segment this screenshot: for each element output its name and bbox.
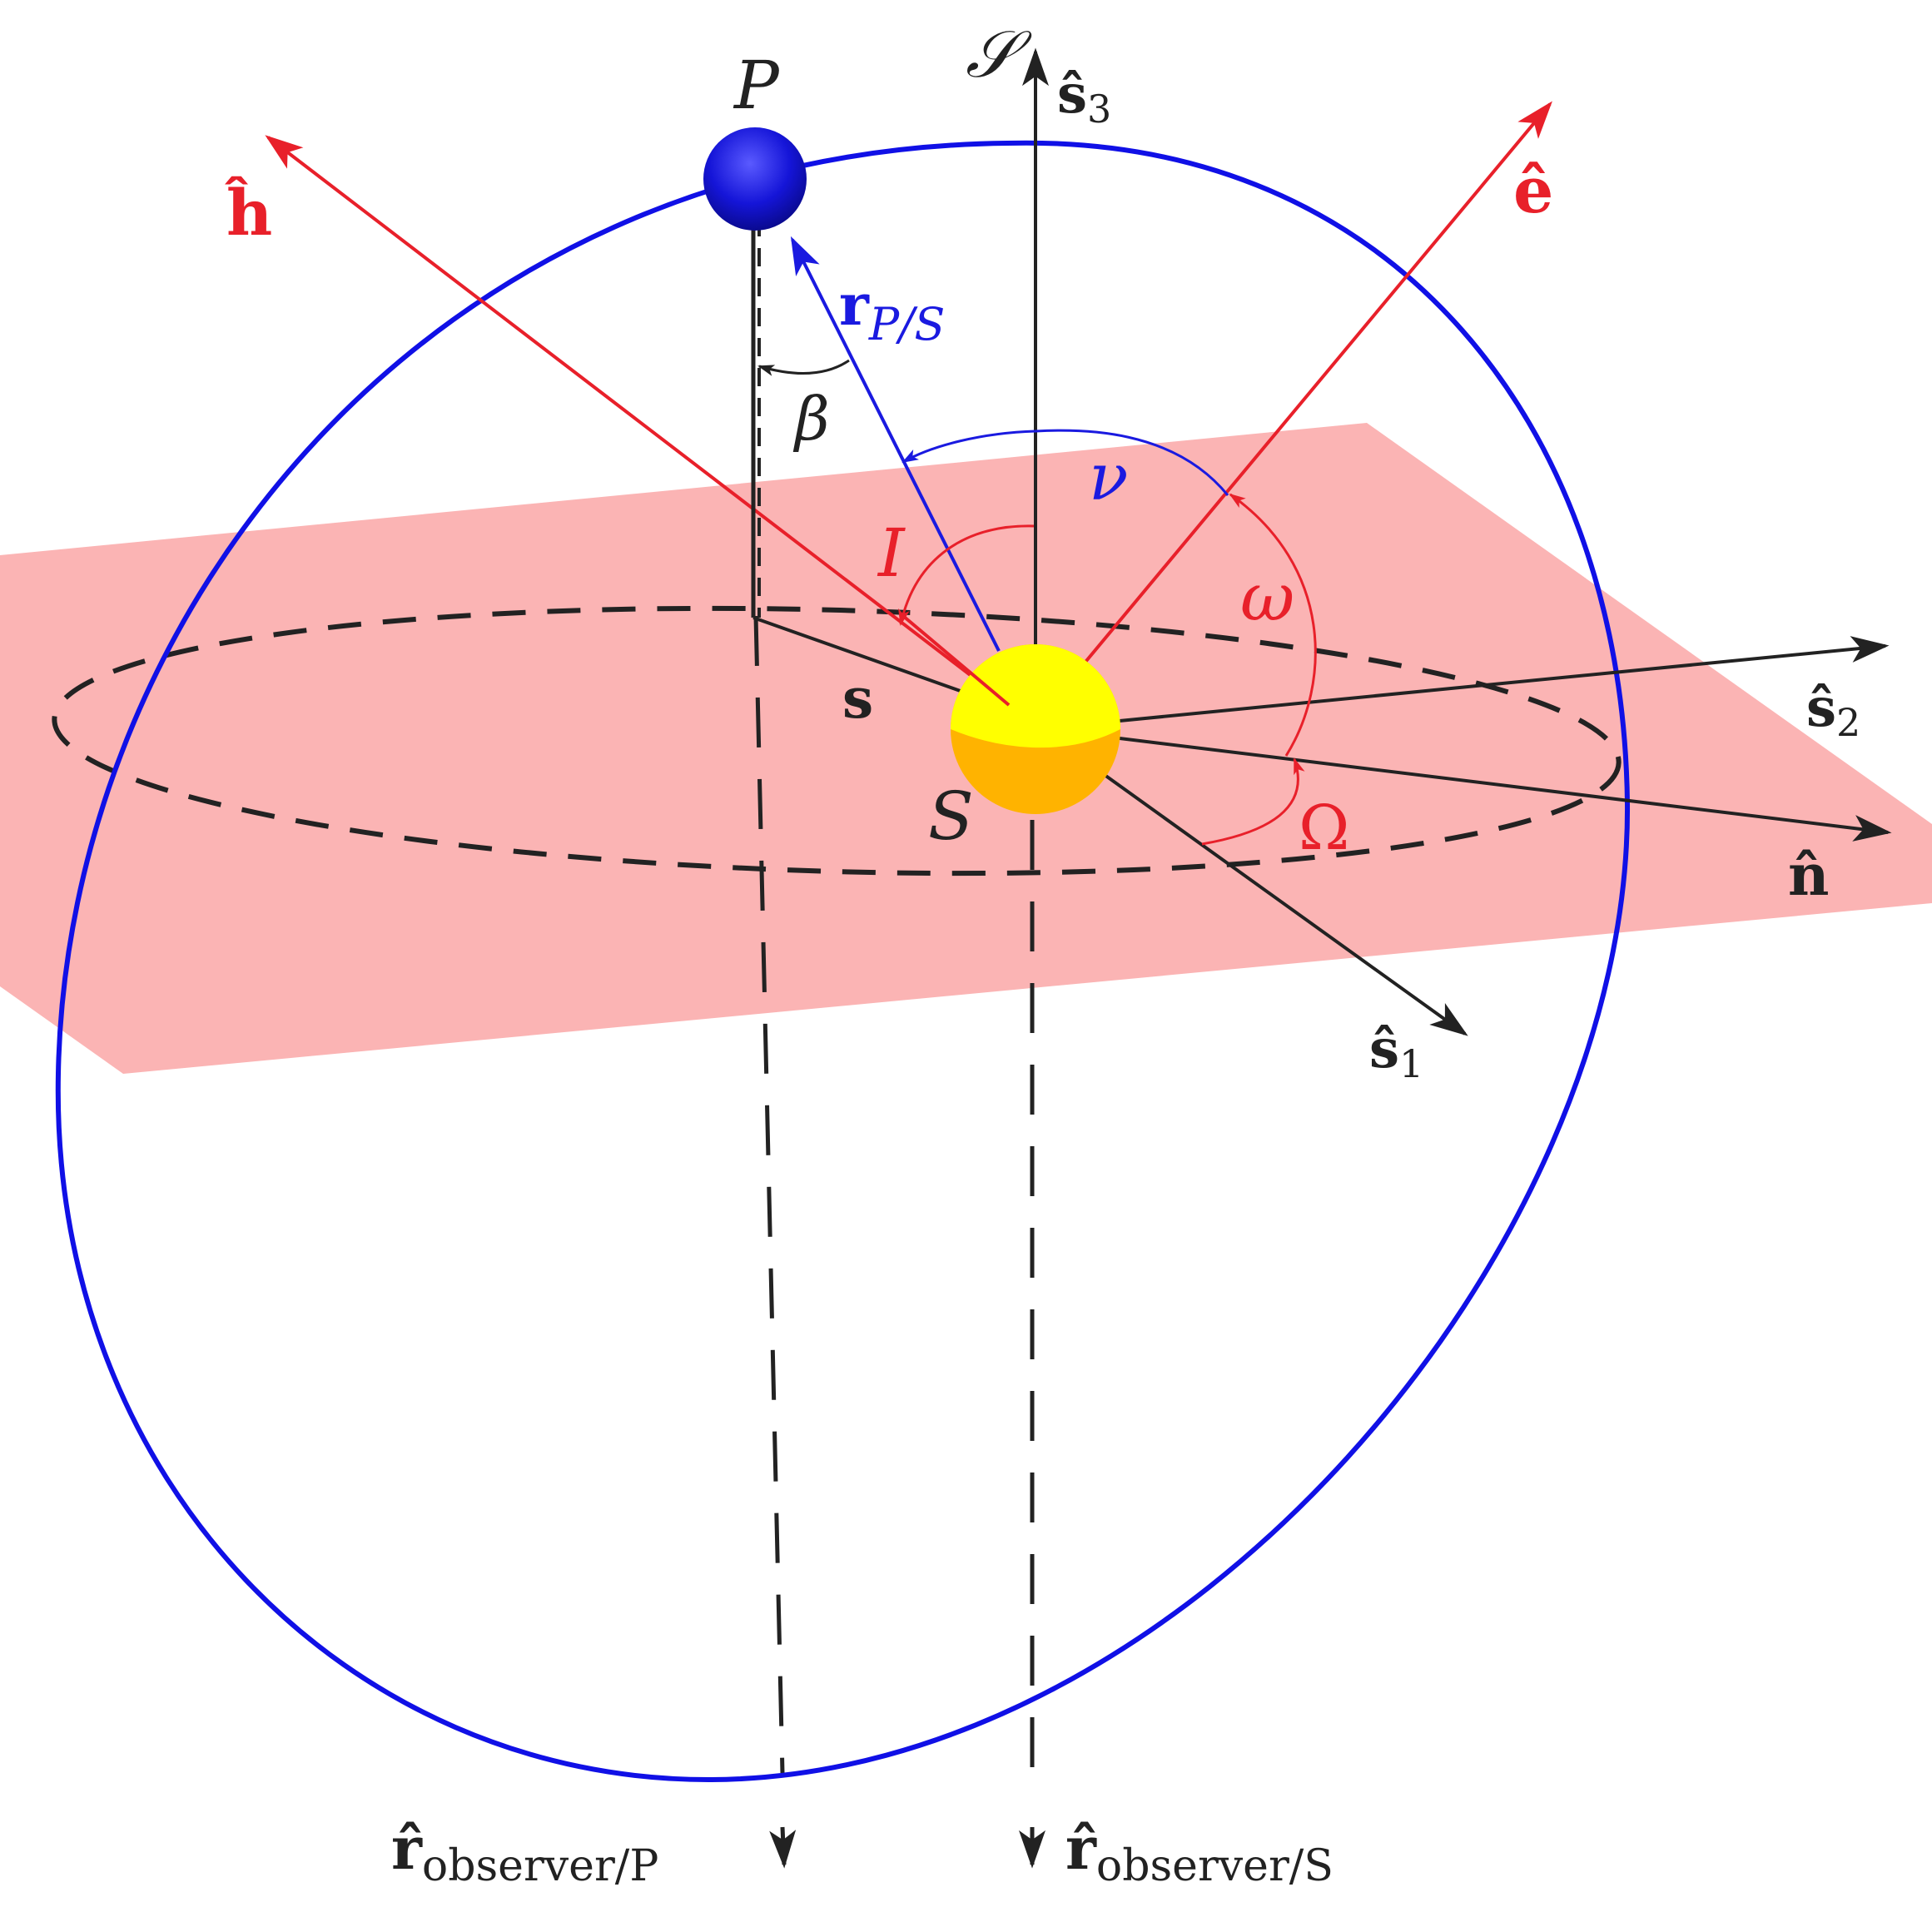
- e-label: ê: [1513, 153, 1553, 227]
- s-label: s: [842, 666, 873, 731]
- beta-label: β: [792, 384, 830, 454]
- incl-arc: [898, 524, 1035, 626]
- nu-arc: [901, 429, 1229, 496]
- r-obs-s-label: r̂observer/S: [1065, 1814, 1334, 1891]
- omega-arc: [1229, 493, 1317, 757]
- star: [951, 644, 1120, 814]
- s1-label: ŝ1: [1369, 1018, 1423, 1086]
- s2-axis: [1119, 636, 1890, 723]
- h-axis: [265, 135, 1009, 705]
- beta-arc: [757, 359, 850, 376]
- h-label: ĥ: [225, 176, 272, 250]
- star-top-half: [951, 644, 1120, 748]
- orbit-path: [55, 140, 1631, 1783]
- h-axis-front: [901, 614, 1011, 707]
- s1-axis: [1055, 739, 1468, 1036]
- reference-ellipse: [52, 605, 1622, 877]
- observer-arrow-planet: [769, 1826, 797, 1869]
- frame-label: 𝒮: [966, 17, 1032, 92]
- r-ps-vector: [790, 236, 1001, 652]
- star-label: S: [928, 777, 974, 855]
- s2-label: ŝ2: [1806, 677, 1860, 745]
- r-obs-p-label: r̂observer/P: [391, 1814, 658, 1891]
- Omega-arc: [1201, 757, 1305, 846]
- s3-label: ŝ3: [1057, 63, 1111, 132]
- e-axis: [1080, 101, 1552, 668]
- omega-label: ω: [1240, 559, 1294, 636]
- n-axis: [1119, 737, 1892, 842]
- r-ps-label: rP/S: [839, 272, 945, 350]
- Omega-label: Ω: [1299, 792, 1349, 864]
- observer-line-planet: [753, 615, 785, 1774]
- n-label: n̂: [1788, 842, 1829, 909]
- incl-label: I: [877, 514, 906, 592]
- nu-label: ν: [1089, 440, 1128, 515]
- planet-label: P: [733, 47, 780, 124]
- planet: [703, 127, 807, 231]
